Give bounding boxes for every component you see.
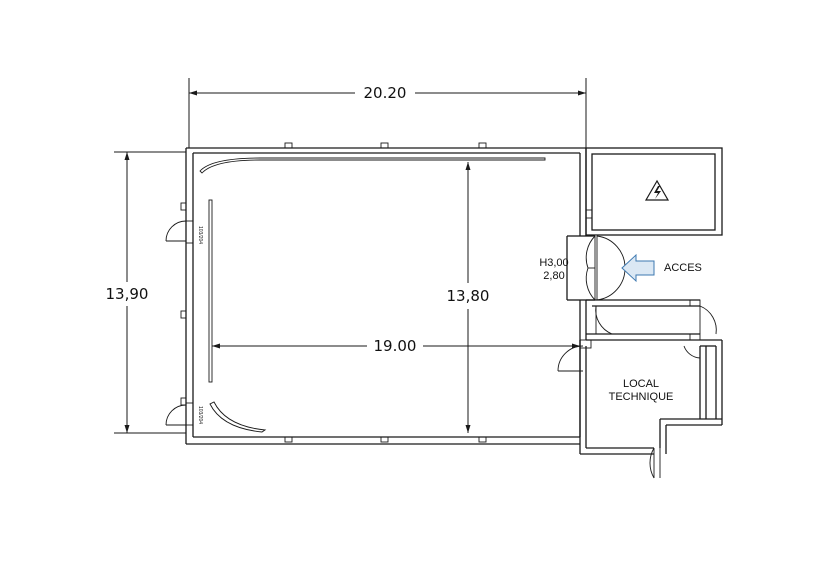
technical-room-label-1: LOCAL — [623, 378, 659, 390]
overall-width-label: 20.20 — [364, 84, 407, 102]
inner-height-dimension: 13,80 — [447, 162, 490, 433]
interior-rails — [199, 157, 546, 433]
door-tag-upper: 103/204 — [197, 226, 203, 244]
entrance-doors: H3,00 2,80 — [539, 235, 626, 301]
main-hall-walls — [180, 142, 587, 445]
inner-width-label: 19.00 — [374, 337, 417, 355]
entrance-height-label-1: H3,00 — [539, 257, 568, 269]
corridor — [586, 299, 722, 341]
inner-width-dimension: 19.00 — [212, 337, 580, 355]
left-door-lower: 103/204 — [165, 402, 203, 426]
door-tag-lower: 103/204 — [197, 406, 203, 424]
electrical-room — [585, 147, 723, 236]
entrance-height-label-2: 2,80 — [543, 270, 564, 282]
technical-room-label-2: TECHNIQUE — [609, 391, 674, 403]
access-label: ACCES — [664, 262, 702, 274]
overall-height-dimension: 13,90 — [106, 151, 186, 434]
lightning-triangle-icon — [644, 179, 670, 201]
overall-width-dimension: 20.20 — [188, 78, 587, 148]
technical-room: LOCAL TECHNIQUE — [557, 339, 723, 479]
access-arrow-icon: ACCES — [621, 253, 702, 283]
left-door-upper: 103/204 — [165, 220, 203, 244]
inner-height-label: 13,80 — [447, 287, 490, 305]
overall-height-label: 13,90 — [106, 285, 149, 303]
